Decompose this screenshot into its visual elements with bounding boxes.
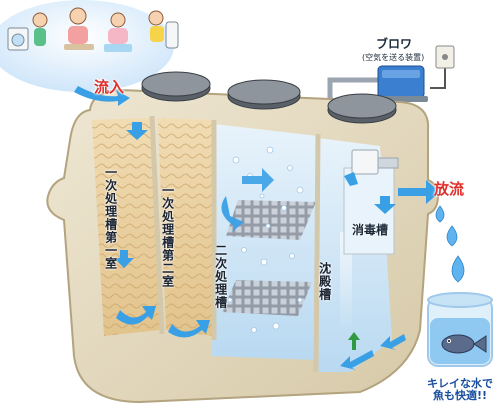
blower-icon [374, 65, 428, 102]
inflow-label: 流入 [94, 78, 125, 96]
partition-walls [149, 115, 321, 373]
chamber-primary-1-label: 一次処理槽第一室 [103, 166, 118, 270]
flow-arrow-icon [74, 86, 440, 370]
clean-water-line-2: 魚も快適!! [432, 388, 488, 402]
disinfection-label: 消毒槽 [352, 223, 389, 237]
blower-label: ブロワ [376, 37, 413, 51]
chamber-secondary [212, 124, 318, 360]
air-bubbles [227, 146, 304, 333]
chamber-secondary-label: 二次処理槽 [213, 244, 228, 309]
flow-arrow-up [348, 332, 360, 350]
blower-note: (空気を送る装置) [362, 53, 425, 62]
sedimentation-label: 沈殿槽 [317, 262, 332, 301]
clean-water-caption: キレイな水で 魚も快適!! [420, 378, 500, 401]
fish-bowl [427, 292, 493, 367]
water-drop-icon [435, 205, 465, 283]
family-using-water-icon [7, 7, 179, 52]
chamber-primary-1 [92, 118, 160, 336]
clean-water-line-1: キレイな水で [427, 377, 493, 390]
chamber-primary-2 [158, 118, 214, 336]
chamber-primary-2-label: 一次処理槽第二室 [160, 184, 175, 288]
household-scene [0, 0, 179, 92]
outflow-label: 放流 [434, 180, 465, 198]
fish-icon [441, 334, 487, 354]
blower-unit [327, 45, 455, 134]
